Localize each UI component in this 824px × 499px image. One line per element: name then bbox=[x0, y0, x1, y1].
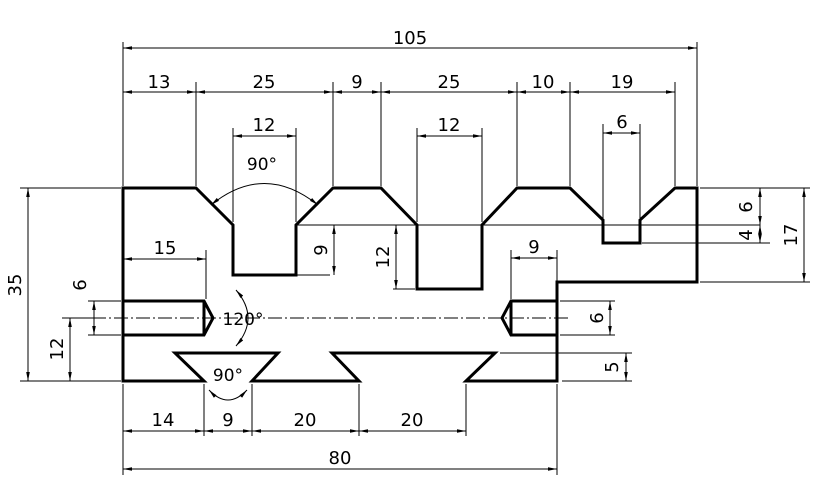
dim-top-13: 13 bbox=[148, 72, 171, 93]
dim-top-25-left: 25 bbox=[253, 72, 276, 93]
dim-slot-12-right: 12 bbox=[438, 115, 461, 136]
extension-lines bbox=[20, 42, 810, 475]
dim-height-35: 35 bbox=[5, 274, 26, 297]
dim-bottom-9: 9 bbox=[222, 410, 233, 431]
dim-hole-depth-15: 15 bbox=[154, 238, 177, 259]
dim-top-10: 10 bbox=[532, 72, 555, 93]
angle-top-vee: 90° bbox=[247, 155, 277, 175]
dimension-lines bbox=[26, 46, 806, 471]
dim-top-19: 19 bbox=[611, 72, 634, 93]
top-vee-angle-arc bbox=[210, 183, 319, 206]
dim-right-hole-dia-6: 6 bbox=[587, 312, 608, 323]
dim-right-4: 4 bbox=[736, 229, 757, 240]
angle-drill-point: 120° bbox=[223, 310, 264, 330]
dim-slot-depth-12: 12 bbox=[373, 246, 394, 269]
drill-point-angle-arc bbox=[235, 289, 249, 347]
dim-overall-bottom: 80 bbox=[329, 448, 352, 469]
dim-right-5: 5 bbox=[602, 361, 623, 372]
dim-top-25-right: 25 bbox=[438, 72, 461, 93]
dovetail-angle-arc bbox=[208, 389, 248, 401]
part-outline bbox=[121, 186, 699, 383]
dim-slot-depth-9: 9 bbox=[311, 244, 332, 255]
dim-overall-top: 105 bbox=[393, 28, 427, 49]
dim-height-12: 12 bbox=[47, 338, 68, 361]
dim-bottom-14: 14 bbox=[152, 410, 175, 431]
dim-bottom-20-b: 20 bbox=[401, 410, 424, 431]
dim-hole-dia-left-6: 6 bbox=[70, 279, 91, 290]
dim-slot-12-left: 12 bbox=[253, 115, 276, 136]
dim-bottom-20-a: 20 bbox=[294, 410, 317, 431]
dim-right-hole-9: 9 bbox=[528, 237, 539, 258]
dim-right-6: 6 bbox=[736, 201, 757, 212]
dim-top-9: 9 bbox=[351, 72, 362, 93]
angle-bottom-dovetail: 90° bbox=[213, 366, 243, 386]
dim-slot-6: 6 bbox=[616, 112, 627, 133]
dim-right-17: 17 bbox=[781, 224, 802, 247]
